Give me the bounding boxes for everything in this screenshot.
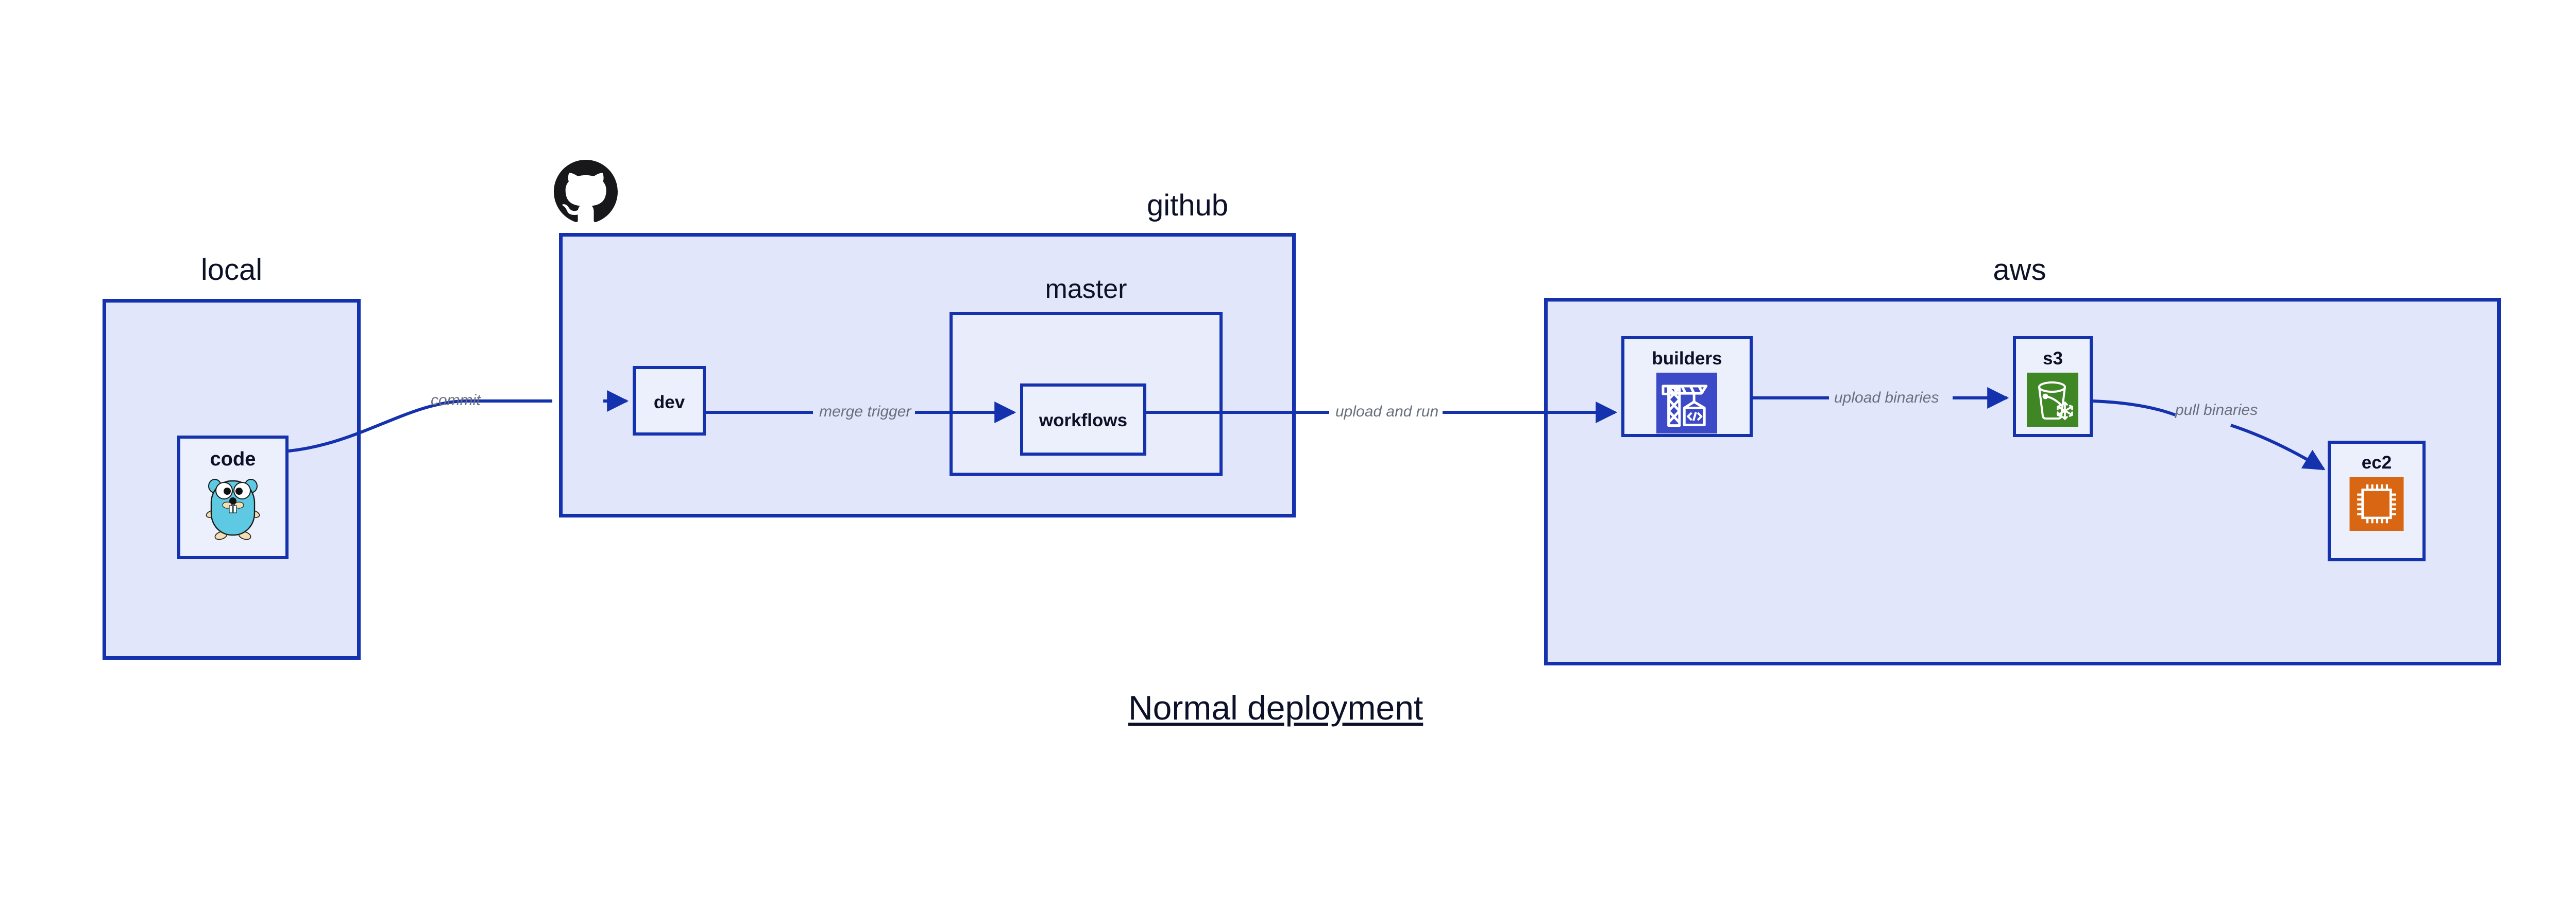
aws-ec2-icon [2349, 477, 2404, 531]
group-aws-label: aws [1993, 253, 2046, 287]
edge-upload-binaries-label: upload binaries [1834, 389, 1939, 406]
node-dev[interactable] [633, 366, 706, 436]
edge-pull-binaries-label: pull binaries [2175, 402, 2258, 419]
node-builders-label: builders [1652, 348, 1722, 369]
node-ec2-label: ec2 [2361, 453, 2392, 473]
subgroup-master-label: master [1045, 274, 1127, 304]
node-workflows[interactable] [1020, 383, 1146, 456]
group-github-label: github [1146, 189, 1229, 222]
node-s3-label: s3 [2043, 348, 2063, 369]
github-octocat-icon [554, 160, 618, 222]
group-local-label: local [200, 253, 263, 287]
aws-codebuild-icon [1656, 373, 1717, 433]
diagram-title: Normal deployment [1128, 689, 1423, 727]
go-gopher-icon [206, 479, 260, 540]
aws-s3-glacier-icon [2027, 373, 2078, 427]
edge-commit-label: commit [431, 392, 481, 409]
edge-upload-and-run-label: upload and run [1335, 403, 1439, 420]
node-workflows-label: workflows [1039, 410, 1128, 430]
node-dev-label: dev [653, 392, 685, 412]
node-code-label: code [210, 448, 256, 470]
edge-merge-trigger-label: merge trigger [819, 403, 911, 420]
